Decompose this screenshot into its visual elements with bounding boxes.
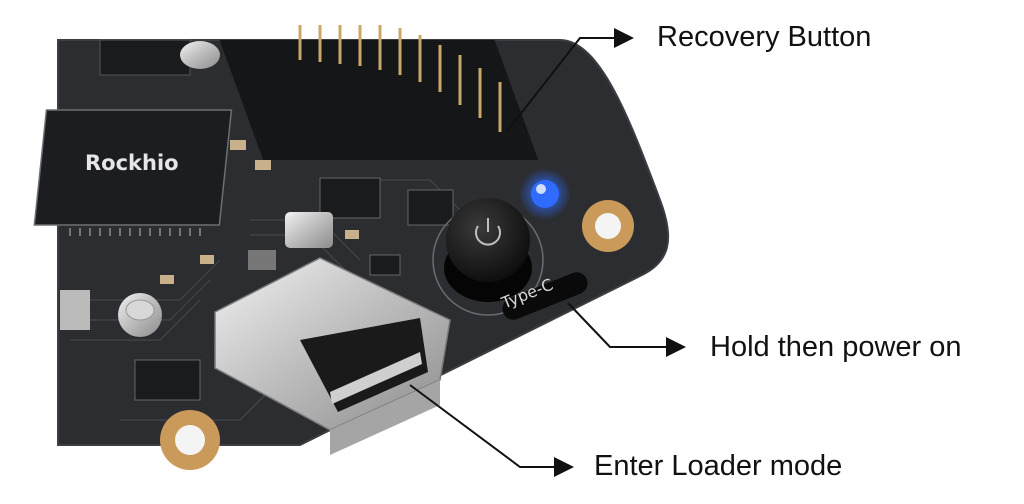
status-led — [519, 168, 571, 220]
arrow-right-icon — [409, 384, 574, 477]
pin-header — [219, 25, 539, 160]
capacitor — [118, 293, 162, 337]
capacitor — [180, 41, 220, 69]
recovery-button[interactable] — [432, 198, 544, 316]
arrow-right-icon — [507, 28, 634, 131]
power-icon — [475, 218, 501, 246]
loader-mode-label: Enter Loader mode — [594, 450, 843, 482]
soc-chip — [33, 109, 233, 236]
mounting-hole — [160, 410, 220, 470]
recovery-button-label: Recovery Button — [657, 21, 872, 53]
type-c-port — [502, 272, 588, 320]
small-chip — [99, 39, 191, 76]
chip-brand: Rockhio — [85, 151, 179, 175]
smd-components — [60, 140, 454, 401]
mounting-hole — [582, 200, 634, 252]
usb-a-port — [214, 257, 451, 455]
arrow-right-icon — [567, 302, 686, 357]
hold-instruction-label: Hold then power on — [710, 331, 962, 363]
